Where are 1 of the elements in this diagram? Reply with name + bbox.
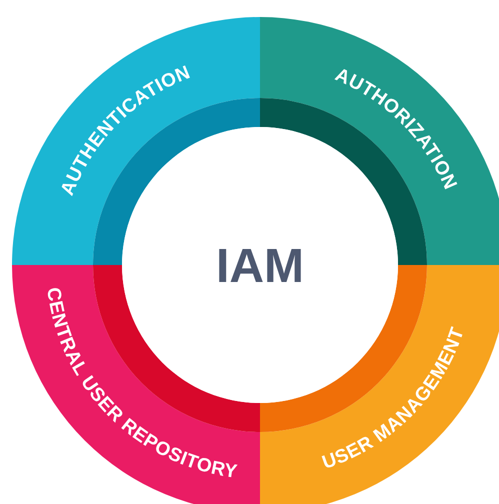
center-label: IAM: [216, 240, 304, 293]
